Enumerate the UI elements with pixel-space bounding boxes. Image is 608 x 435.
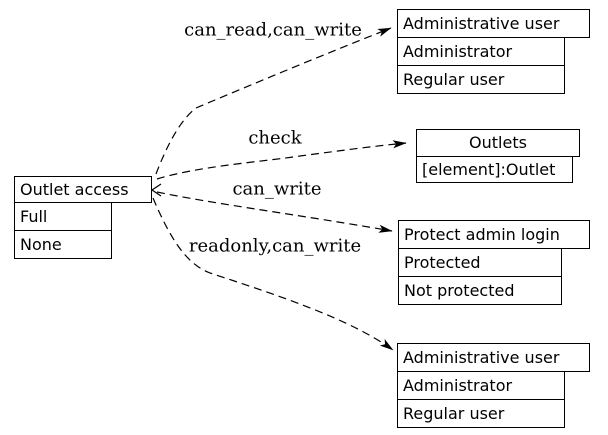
node-row: Regular user — [397, 65, 565, 94]
node-title: Protect admin login — [398, 220, 590, 249]
node-row: Administrator — [397, 37, 565, 66]
edge-can-write — [156, 191, 393, 233]
node-outlet-access: Outlet access Full None — [14, 176, 152, 259]
edge-can-read-can-write — [155, 27, 392, 175]
node-administrative-user-bottom: Administrative user Administrator Regula… — [397, 343, 590, 428]
node-title: Outlet access — [14, 176, 152, 203]
edge-check — [156, 140, 407, 180]
edge-readonly-can-write — [152, 197, 394, 351]
node-title: Administrative user — [397, 343, 590, 372]
node-outlets: Outlets [element]:Outlet — [416, 129, 580, 183]
node-administrative-user-top: Administrative user Administrator Regula… — [397, 9, 590, 94]
edge-label-can-write: can_write — [232, 178, 322, 200]
node-row: [element]:Outlet — [416, 156, 573, 183]
edge-label-can-read-can-write: can_read,can_write — [184, 19, 362, 41]
edge-label-check: check — [248, 127, 302, 149]
edge-label-readonly-can-write: readonly,can_write — [188, 235, 362, 257]
node-title: Outlets — [416, 129, 580, 157]
back-arrowhead-icon — [150, 183, 162, 197]
node-row: Protected — [398, 248, 562, 277]
node-row: Not protected — [398, 276, 562, 305]
node-title: Administrative user — [397, 9, 590, 38]
node-protect-admin-login: Protect admin login Protected Not protec… — [398, 220, 590, 305]
node-row: Regular user — [397, 399, 565, 428]
node-row: None — [14, 230, 112, 259]
node-row: Administrator — [397, 371, 565, 400]
node-row: Full — [14, 202, 112, 231]
